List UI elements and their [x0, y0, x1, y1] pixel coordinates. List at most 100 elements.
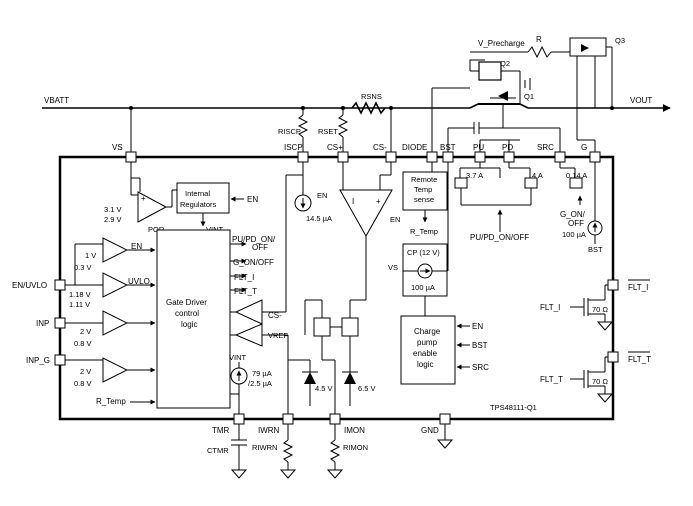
en-label-reg: EN [247, 195, 258, 204]
svg-text:TMR: TMR [212, 426, 230, 435]
vs-cp-label: VS [388, 263, 398, 272]
internal-regulators-block [176, 182, 230, 214]
svg-text:FLT_T: FLT_T [540, 375, 563, 384]
ic-name-label: TPS48111-Q1 [490, 403, 537, 412]
q3-label: Q3 [615, 36, 625, 45]
svg-text:DIODE: DIODE [402, 143, 427, 152]
en-comparator: EN 1 V 0.3 V [74, 237, 156, 272]
vref-comparator [234, 323, 263, 347]
svg-text:0.14 A: 0.14 A [566, 171, 587, 180]
riscp-resistor [297, 114, 309, 138]
svg-text:FLT_T: FLT_T [234, 287, 257, 296]
svg-text:EN/UVLO: EN/UVLO [12, 281, 47, 290]
cs-minus-comparator [234, 299, 263, 325]
svg-text:IMON: IMON [344, 426, 365, 435]
pin-iscp: ISCP [284, 143, 309, 163]
svg-text:FLT_T: FLT_T [628, 355, 651, 364]
inp-comparator: 2 V 0.8 V [74, 310, 156, 348]
svg-text:70 Ω: 70 Ω [592, 305, 608, 314]
rimon-resistor [329, 439, 341, 463]
svg-text:Temp: Temp [414, 185, 432, 194]
svg-text:UVLO: UVLO [128, 277, 150, 286]
vbatt-label: VBATT [44, 96, 69, 105]
r-precharge-label: R [536, 35, 542, 44]
pin-g: G [581, 143, 601, 163]
charge-pump-block [400, 315, 456, 385]
ground-gnd [436, 439, 454, 449]
r-precharge-resistor [527, 45, 552, 59]
i-79-label: 79 µA [252, 369, 272, 378]
pin-src: SRC [537, 143, 566, 163]
svg-text:FLT_I: FLT_I [234, 273, 254, 282]
zener-6-5-label: 6.5 V [358, 384, 376, 393]
pin-flt-i: FLT_I [607, 279, 650, 292]
bst-label-cp: BST [472, 341, 488, 350]
svg-text:Regulators: Regulators [180, 200, 217, 209]
svg-text:INP: INP [36, 319, 49, 328]
v-2-9-label: 2.9 V [104, 215, 122, 224]
ground-rimon [326, 469, 344, 479]
svg-text:sense: sense [414, 195, 434, 204]
bst-label-g: BST [588, 245, 603, 254]
pin-pd: PD [502, 143, 515, 163]
gd-outputs: PU/PD_ON/ OFF G_ON/OFF FLT_I FLT_T [230, 235, 276, 296]
svg-text:pump: pump [417, 338, 438, 347]
svg-text:SRC: SRC [537, 143, 554, 152]
svg-text:CS-: CS- [373, 143, 387, 152]
pu-pd-switches: 3.7 A 4 A 0.14 A [454, 162, 587, 206]
svg-text:0.8 V: 0.8 V [74, 339, 92, 348]
svg-text:2 V: 2 V [80, 327, 91, 336]
svg-text:IWRN: IWRN [258, 426, 280, 435]
svg-text:PU/PD_ON/: PU/PD_ON/ [232, 235, 276, 244]
svg-text:GND: GND [421, 426, 439, 435]
svg-text:0.8 V: 0.8 V [74, 379, 92, 388]
svg-text:FLT_I: FLT_I [628, 283, 648, 292]
flt-t-switch: FLT_T 70 Ω [540, 356, 614, 403]
inp-g-comparator: 2 V 0.8 V [74, 357, 156, 388]
vout-label: VOUT [630, 96, 652, 105]
pin-cs-minus: CS- [373, 143, 397, 163]
svg-text:PU: PU [473, 143, 484, 152]
svg-text:OFF: OFF [252, 243, 268, 252]
svg-text:VS: VS [112, 143, 123, 152]
q1-label: Q1 [524, 92, 534, 101]
pin-pu: PU [473, 143, 486, 163]
svg-text:G: G [581, 143, 587, 152]
svg-text:2 V: 2 V [80, 367, 91, 376]
svg-text:EN: EN [131, 242, 142, 251]
por-label: POR [148, 225, 165, 234]
svg-text:control: control [175, 309, 199, 318]
pin-en-uvlo: EN/UVLO [12, 279, 66, 291]
zener-4-5-label: 4.5 V [315, 384, 333, 393]
pin-inp: INP [36, 317, 66, 329]
q2-label: Q2 [500, 59, 510, 68]
riscp-label: RISCP [278, 127, 301, 136]
pin-inp-g: INP_G [26, 354, 66, 366]
svg-text:FLT_I: FLT_I [540, 303, 560, 312]
svg-text:Charge: Charge [414, 327, 441, 336]
svg-text:Gate Driver: Gate Driver [166, 298, 207, 307]
r-temp-label: R_Temp [410, 227, 438, 236]
svg-text:Remote: Remote [411, 175, 437, 184]
remote-temp-block [402, 171, 448, 211]
svg-text:logic: logic [181, 320, 197, 329]
svg-text:1.11 V: 1.11 V [69, 300, 90, 309]
pin-flt-t: FLT_T [607, 351, 651, 364]
svg-text:CS-: CS- [268, 311, 282, 320]
i-14-5-label: 14.5 µA [306, 214, 332, 223]
v-3-1-label: 3.1 V [104, 205, 122, 214]
q2-transistor [470, 61, 531, 104]
svg-text:4 A: 4 A [532, 171, 543, 180]
svg-text:1.18 V: 1.18 V [69, 290, 91, 299]
ground-riwrn [279, 469, 297, 479]
rsns-resistor [351, 101, 386, 115]
ground-ctmr [230, 469, 248, 479]
svg-text:Internal: Internal [185, 189, 210, 198]
i-100-cp-label: 100 µA [411, 283, 435, 292]
off-label-2: OFF [568, 219, 584, 228]
svg-text:+: + [376, 197, 381, 206]
rimon-label: RIMON [343, 443, 368, 452]
por-comparator [137, 191, 168, 223]
en-label-cp: EN [472, 322, 483, 331]
svg-text:CP (12 V): CP (12 V) [407, 248, 440, 257]
